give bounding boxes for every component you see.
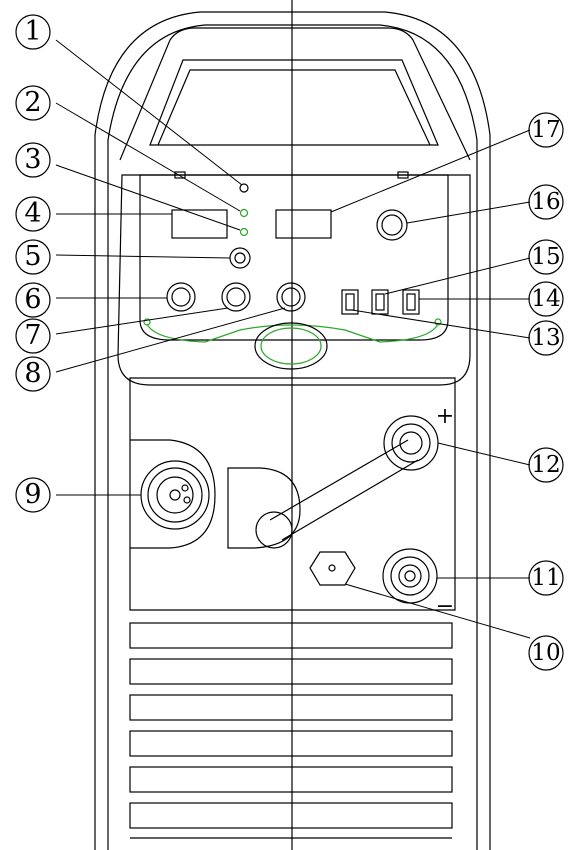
positive-polarity-mark: + — [435, 404, 455, 429]
callout-5: 5 — [24, 241, 42, 272]
rocker-switch — [341, 289, 359, 315]
small-button-core — [234, 252, 246, 264]
indicator-led — [239, 208, 249, 218]
callout-2: 2 — [24, 87, 42, 118]
callout-14: 14 — [531, 286, 561, 312]
rocker-switch — [402, 289, 420, 315]
housing-outline — [94, 11, 491, 850]
knob — [221, 282, 251, 312]
encoder-knob — [376, 209, 408, 241]
leader-lines — [55, 39, 531, 639]
connector-panel — [129, 377, 456, 611]
small-button — [229, 247, 251, 269]
panel-accent-line — [146, 323, 439, 343]
left-display — [171, 209, 228, 239]
handle-outer — [119, 27, 471, 161]
callout-7: 7 — [24, 320, 42, 351]
negative-terminal — [382, 548, 438, 604]
hinge — [174, 171, 186, 179]
right-display — [275, 209, 332, 239]
panel-screw — [434, 318, 442, 326]
callout-13: 13 — [531, 325, 561, 351]
panel-screw — [143, 318, 151, 326]
handle-inner — [149, 59, 439, 146]
callout-3: 3 — [24, 144, 42, 175]
control-panel-frame — [117, 174, 471, 386]
logo-window-outer — [254, 322, 328, 370]
hinge — [397, 171, 409, 179]
cable-end — [255, 511, 293, 549]
housing-inner-outline — [107, 24, 478, 850]
vent-louvres — [129, 622, 453, 839]
callout-16: 16 — [531, 189, 561, 215]
logo-window — [260, 327, 322, 365]
negative-polarity-mark: − — [435, 594, 455, 619]
knob — [276, 282, 306, 312]
knob — [166, 282, 196, 312]
indicator-lamp — [239, 183, 249, 193]
callout-10: 10 — [531, 640, 561, 666]
callout-6: 6 — [24, 284, 42, 315]
callout-9: 9 — [24, 479, 42, 510]
torch-recess — [130, 439, 216, 549]
callout-1: 1 — [24, 16, 42, 47]
callout-11: 11 — [531, 565, 561, 591]
torch-connector — [140, 460, 210, 530]
gas-fitting — [309, 551, 356, 586]
callout-12: 12 — [531, 452, 561, 478]
callout-15: 15 — [531, 244, 561, 270]
callout-17: 17 — [531, 117, 561, 143]
callout-4: 4 — [24, 198, 42, 229]
callout-circles — [15, 14, 564, 671]
handle-grip — [157, 69, 431, 146]
indicator-led — [239, 227, 249, 237]
callout-8: 8 — [24, 358, 42, 389]
jumper-cable — [269, 439, 419, 541]
